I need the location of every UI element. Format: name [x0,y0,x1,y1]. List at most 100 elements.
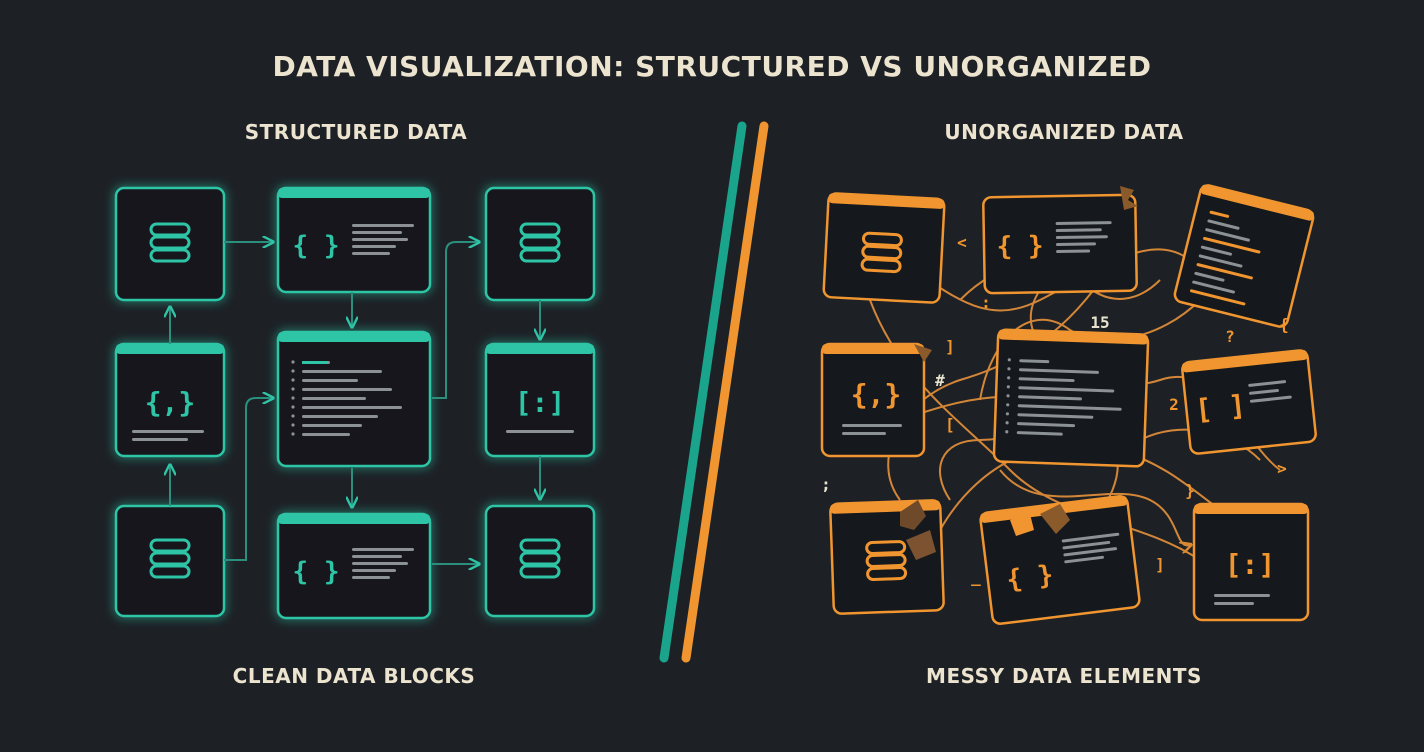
unorganized-diagram: { } {,} [ ] { } [:] [820,184,1317,625]
database-disk [519,551,561,566]
glyph-label: < [957,233,967,252]
text-line [352,569,396,572]
block-frame [484,504,596,618]
glyph-label: 15 [1090,313,1109,332]
torn-fragment [900,500,926,530]
glyph-label: ? [1225,327,1235,346]
structured-caption: CLEAN DATA BLOCKS [232,664,476,688]
database-disk [519,248,561,263]
text-line [1062,540,1111,550]
line-number-dot [1005,421,1009,425]
database-disk [865,540,907,556]
text-line [1209,210,1230,218]
glyph-label: { } [293,231,340,261]
structured-heading: STRUCTURED DATA [244,120,468,144]
code-top-center: { } [276,186,432,294]
text-line [1018,368,1099,374]
array-mid: [ ] [1181,349,1317,455]
text-line [352,224,414,227]
page-title: DATA VISUALIZATION: STRUCTURED VS UNORGA… [272,50,1152,83]
database-disk [861,244,903,261]
line-number-dot [1006,385,1010,389]
line-number-dot [291,414,295,418]
text-line [1207,219,1240,230]
text-line [1194,271,1225,282]
text-line [1198,254,1243,268]
database-disk [149,222,191,237]
line-number-dot [1006,394,1010,398]
glyph-label: [ [945,415,955,434]
text-line [1056,249,1091,254]
glyph-label: { [1279,315,1289,334]
text-line [1018,386,1115,393]
glyph-label: } [1185,481,1195,500]
glyph-label: ] [945,337,955,356]
glyph-label: { } [1005,560,1055,596]
database-bottom-right [484,504,596,618]
block-frame [484,186,596,302]
text-line [352,231,402,234]
line-number-dot [291,396,295,400]
text-line [302,370,382,373]
database-disk [866,566,908,581]
text-line [302,415,378,418]
database-disk [860,257,902,274]
scattered-glyphs: <:15?{]#2[>;}_] [821,233,1289,586]
line-number-dot [1007,367,1011,371]
torn-fragments [900,186,1138,560]
block-frame [114,186,226,302]
glyph-label: # [935,371,945,390]
block-header-bar [822,344,924,354]
text-line [1249,388,1279,395]
array-mid-right: [:] [484,342,596,458]
block-header-bar [998,329,1149,345]
line-number-dot [291,405,295,409]
text-line [1061,532,1120,543]
glyph-label: {,} [851,378,902,411]
block-header-bar [828,193,945,209]
text-line [1249,395,1292,403]
arrow-db-to-list [224,398,272,561]
block-header-bar [486,344,594,354]
highlighted-code-line [302,361,328,364]
text-line [1248,380,1287,387]
torn-fragment [914,344,932,362]
glyph-label: { } [293,557,340,587]
line-number-dot [291,432,295,436]
text-line [1190,289,1246,306]
database-top-right [484,186,596,302]
text-line [1016,431,1063,436]
line-number-dot [291,360,295,364]
glyph-label: {,} [145,386,196,419]
torn-fragment [1120,186,1138,210]
text-line [1019,359,1050,364]
text-line [1055,221,1112,226]
block-frame [1173,184,1315,328]
code-bottom-center: { } [276,512,432,620]
line-number-dot [1006,403,1010,407]
text-line [302,379,358,382]
line-number-dot [291,423,295,427]
glyph-label: _ [971,567,981,586]
text-line [1056,242,1097,247]
text-line [1214,602,1254,605]
glyph-label: [:] [515,386,566,419]
text-line [506,430,574,433]
torn-fragment [906,530,936,560]
text-line [1055,228,1102,233]
array-bottom: [:] [1192,502,1310,622]
glyph-label: ] [1155,555,1165,574]
block-frame [114,504,226,618]
text-line [352,238,408,241]
text-line [302,388,392,391]
database-disk [149,235,191,250]
glyph-label: [:] [1225,548,1276,581]
object-mid-left: {,} [114,342,226,458]
code-list-tilted [1173,184,1315,328]
divider-orange-line [681,121,769,663]
text-line [302,424,362,427]
arrow-list-to-db [432,242,478,399]
text-line [1018,395,1082,401]
torn-fragment [1040,504,1070,534]
